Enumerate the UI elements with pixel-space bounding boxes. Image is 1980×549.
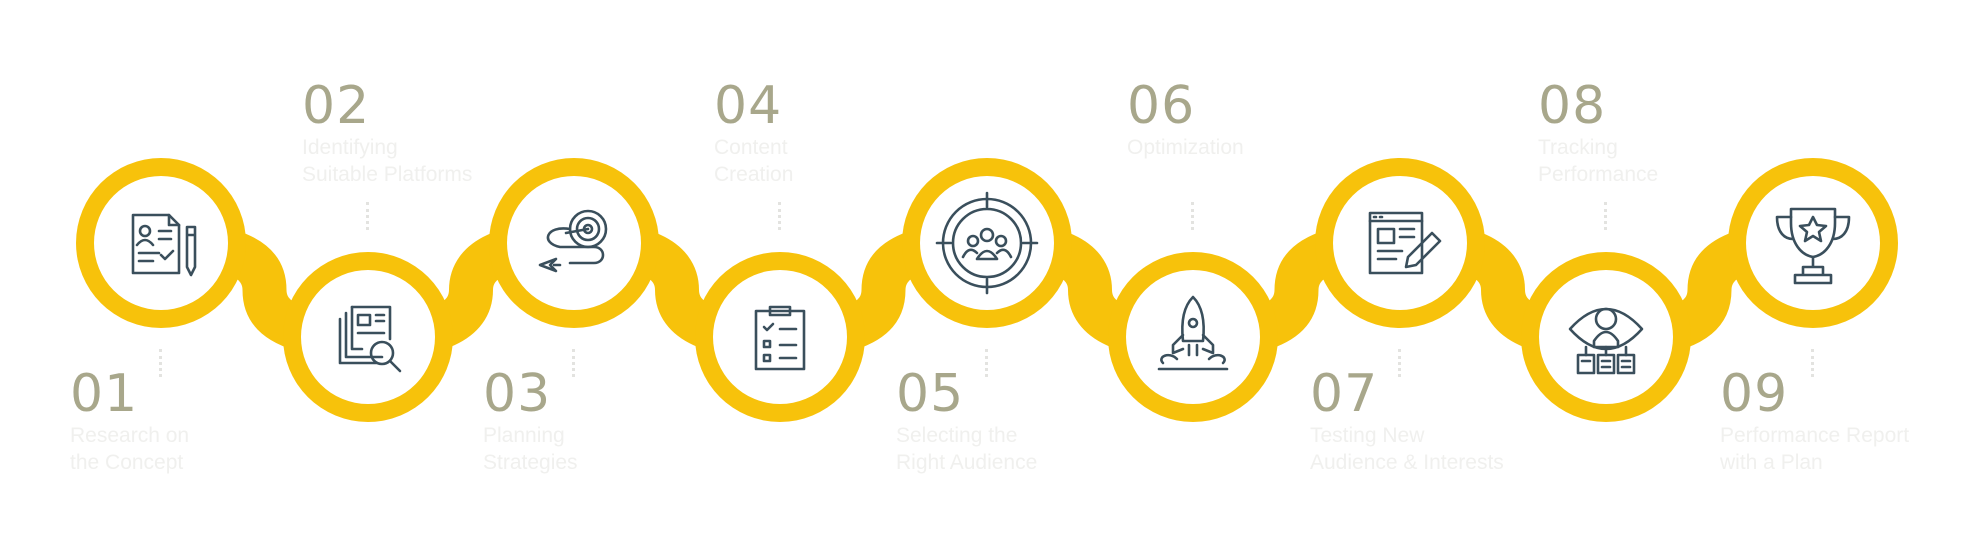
step-number: 08 [1538, 76, 1607, 136]
dotted-connector [1811, 349, 1814, 377]
resume-document-icon [131, 213, 197, 277]
step-number: 06 [1127, 76, 1196, 136]
step-number: 01 [70, 364, 139, 424]
dotted-connector [778, 202, 781, 230]
step-ring-6 [1108, 252, 1278, 422]
dotted-connector [159, 349, 162, 377]
step-number: 07 [1310, 364, 1379, 424]
clipboard-checklist-icon [754, 305, 806, 371]
ring-circles [76, 158, 1898, 422]
audience-target-icon [935, 191, 1039, 295]
step-ring-4 [695, 252, 865, 422]
step-ring-3 [489, 158, 659, 328]
step-number: 02 [302, 76, 371, 136]
dotted-connector [1604, 202, 1607, 230]
step-ring-8 [1521, 252, 1691, 422]
dotted-connector [1191, 202, 1194, 230]
trophy-star-icon [1775, 207, 1851, 285]
step-label: Optimization [1127, 136, 1244, 159]
target-strategy-icon [538, 209, 608, 273]
step-number: 09 [1720, 364, 1789, 424]
step-ring-1 [76, 158, 246, 328]
document-edit-icon [1368, 211, 1442, 275]
step-number: 04 [714, 76, 783, 136]
step-ring-2 [283, 252, 453, 422]
person-network-icon [1568, 307, 1644, 375]
step-ring-7 [1315, 158, 1485, 328]
step-number: 03 [483, 364, 552, 424]
step-ring-9 [1728, 158, 1898, 328]
step-number: 05 [896, 364, 965, 424]
document-search-icon [338, 305, 402, 373]
dotted-connector [1398, 349, 1401, 377]
dotted-connector [572, 349, 575, 377]
dotted-connector [985, 349, 988, 377]
step-icons [131, 191, 1851, 375]
step-ring-5 [902, 158, 1072, 328]
step-06: 06 Optimization [1127, 80, 1367, 161]
dotted-connector [366, 202, 369, 230]
rocket-launch-icon [1157, 295, 1229, 371]
